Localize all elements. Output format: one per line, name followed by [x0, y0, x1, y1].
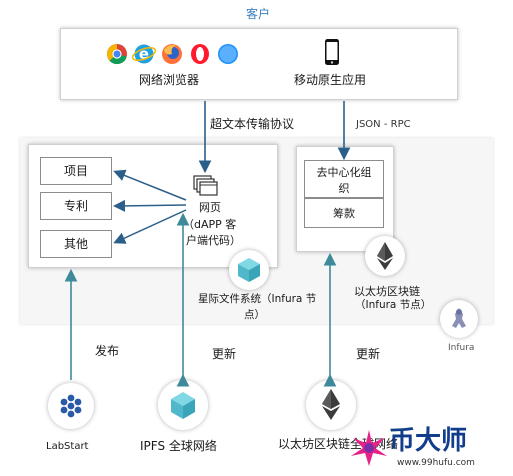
- labstart-logo-icon: [60, 394, 82, 418]
- ipfs-node-label-1: 星际文件系统（Infura 节: [198, 293, 317, 305]
- fundraise-box: 筹款: [304, 198, 384, 228]
- item-box-other: 其他: [40, 230, 112, 258]
- dao-label-2: 织: [338, 182, 350, 195]
- eth-node-label-2: （Infura 节点）: [355, 299, 432, 311]
- labstart-circle: [48, 383, 94, 429]
- arrow-to-patents: [113, 199, 187, 212]
- eth-node-circle: [365, 236, 405, 276]
- webpage-label-1: 网页: [199, 201, 221, 214]
- browser-label: 网络浏览器: [139, 73, 200, 87]
- jsonrpc-label: JSON - RPC: [356, 119, 411, 130]
- infura-label: Infura: [448, 343, 475, 353]
- ie-icon: e: [131, 44, 157, 64]
- webpage-label-2: （dAPP 客: [183, 218, 237, 231]
- publish-label: 发布: [95, 344, 120, 358]
- watermark-url: www.99hufu.com: [397, 458, 475, 468]
- http-label: 超文本传输协议: [210, 117, 295, 131]
- phone-icon: [324, 38, 340, 66]
- ipfs-network-cube-icon: [171, 392, 195, 419]
- ethereum-network-icon: [322, 389, 340, 420]
- webpage-icon: [193, 175, 219, 197]
- chrome-icon: [107, 44, 127, 65]
- infura-circle: [440, 300, 478, 338]
- item-box-patents: 专利: [40, 192, 112, 220]
- browser-icons: e: [106, 42, 242, 66]
- eth-node-label-1: 以太坊区块链: [354, 285, 420, 298]
- eth-network-circle: [306, 380, 356, 430]
- mobile-label: 移动原生应用: [294, 73, 367, 87]
- update-label-ipfs: 更新: [212, 347, 237, 361]
- watermark: 币大师 www.99hufu.com: [349, 424, 509, 474]
- client-panel: [60, 28, 458, 100]
- firefox-icon: [162, 44, 182, 64]
- ipfs-network-label: IPFS 全球网络: [140, 439, 217, 453]
- arrow-to-other: [113, 209, 187, 244]
- opera-icon: [191, 44, 209, 64]
- dao-label-1: 去中心化组: [316, 166, 372, 179]
- arrow-to-projects: [113, 169, 187, 201]
- watermark-title: 币大师: [389, 426, 468, 456]
- ipfs-network-circle: [158, 380, 208, 430]
- labstart-label: LabStart: [46, 441, 89, 452]
- dao-box: 去中心化组 织: [304, 160, 384, 198]
- ipfs-node-label-2: 点）: [244, 309, 265, 321]
- safari-icon: [218, 44, 238, 64]
- fundraise-label: 筹款: [333, 207, 355, 220]
- item-label-projects: 项目: [63, 164, 88, 178]
- item-label-patents: 专利: [63, 199, 88, 213]
- item-label-other: 其他: [63, 237, 88, 251]
- client-title: 客户: [246, 7, 271, 21]
- webpage-label-3: 户端代码）: [186, 234, 241, 247]
- ipfs-cube-icon: [238, 258, 260, 282]
- ipfs-node-circle: [229, 250, 269, 290]
- ethereum-icon: [377, 242, 393, 270]
- item-box-projects: 项目: [40, 157, 112, 185]
- watermark-logo-icon: [351, 430, 387, 466]
- infura-robot-icon: [452, 308, 466, 328]
- update-label-eth: 更新: [356, 347, 381, 361]
- svg-text:e: e: [139, 45, 149, 63]
